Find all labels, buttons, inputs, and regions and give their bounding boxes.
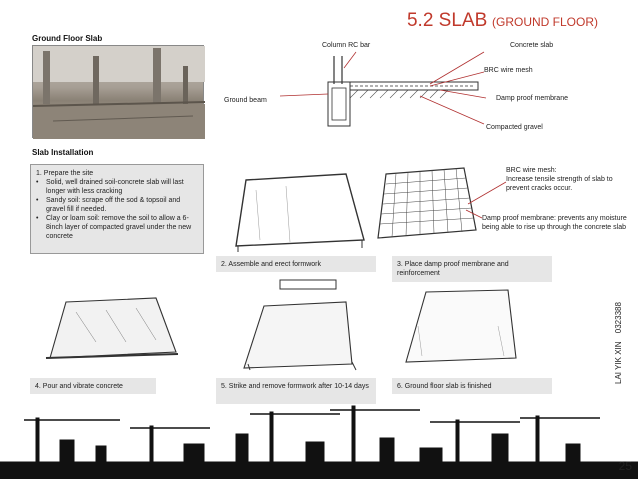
title-main: 5.2 SLAB (406, 10, 488, 31)
finished-sketch (405, 289, 517, 363)
step5-caption: 5. Strike and remove formwork after 10-1… (216, 378, 376, 404)
label-dpm: Damp proof membrane (496, 95, 568, 102)
label-concrete-slab: Concrete slab (510, 42, 554, 49)
mesh-sketch (377, 167, 477, 239)
pour-sketch (45, 297, 179, 359)
step4-caption: 4. Pour and vibrate concrete (30, 378, 156, 394)
step1-box: 1. Prepare the site Solid, well drained … (30, 164, 204, 254)
slab-section-diagram (279, 51, 487, 127)
formwork-sketch (235, 173, 365, 252)
slide-title: 5.2 SLAB (GROUND FLOOR) (407, 10, 598, 32)
step1-list: Solid, well drained soil-concrete slab w… (36, 178, 198, 241)
step1-bullet: Solid, well drained soil-concrete slab w… (36, 178, 198, 196)
step6-caption: 6. Ground floor slab is finished (392, 378, 552, 394)
label-gravel: Compacted gravel (486, 124, 543, 131)
brc-note: BRC wire mesh: Increase tensile strength… (506, 167, 613, 192)
title-sub: (GROUND FLOOR) (492, 15, 598, 29)
step1-bullet: Sandy soil: scrape off the sod & topsoil… (36, 196, 198, 214)
note-pointers (465, 181, 507, 219)
label-brc-mesh: BRC wire mesh (484, 67, 533, 74)
step1-bullet: Clay or loam soil: remove the soil to al… (36, 214, 198, 241)
skyline-decoration (0, 405, 638, 479)
dpm-note: Damp proof membrane: prevents any moistu… (482, 215, 627, 231)
author-vertical: LAI YIK XIN 0323388 (614, 302, 623, 384)
step1-title: 1. Prepare the site (36, 170, 94, 177)
strike-sketch (243, 279, 357, 371)
student-id: 0323388 (614, 302, 623, 334)
site-photo-sketch (32, 46, 206, 139)
ground-floor-heading: Ground Floor Slab (32, 34, 103, 43)
label-ground-beam: Ground beam (224, 97, 267, 104)
author-name: LAI YIK XIN (614, 341, 623, 384)
step3-caption: 3. Place damp proof membrane and reinfor… (392, 256, 552, 282)
page-number: 25 (618, 459, 632, 473)
installation-heading: Slab Installation (32, 148, 94, 157)
step2-caption: 2. Assemble and erect formwork (216, 256, 376, 272)
site-photo (32, 45, 206, 139)
label-column: Column RC bar (322, 42, 371, 49)
